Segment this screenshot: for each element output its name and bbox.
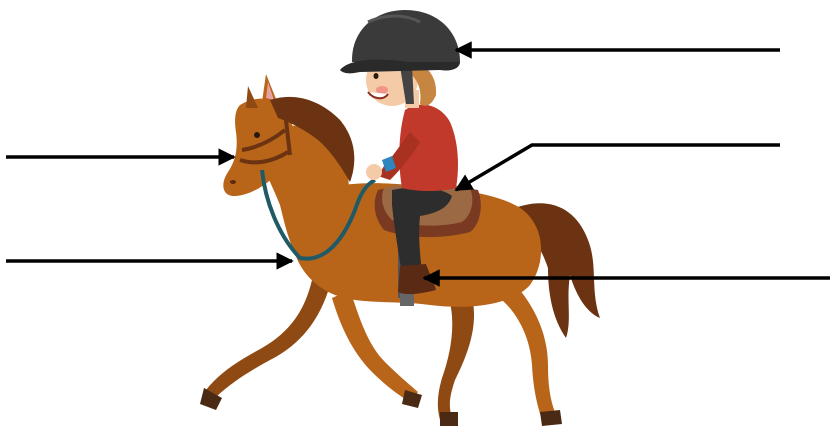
hoof: [402, 390, 422, 408]
horse-fore-leg-back: [206, 280, 330, 398]
arrow-saddle: [456, 145, 780, 190]
rider-eye: [374, 73, 379, 79]
hoof: [540, 410, 562, 426]
helmet-icon: [340, 10, 460, 73]
horse-nostril: [230, 180, 236, 184]
rider-cheek: [376, 86, 388, 94]
horse-ear-right: [246, 86, 258, 108]
horse-hind-leg-back: [438, 290, 474, 420]
hoof: [440, 412, 458, 426]
horse-fore-leg-front: [332, 290, 418, 402]
rider-hand: [366, 164, 382, 180]
horse-eye: [254, 132, 260, 138]
